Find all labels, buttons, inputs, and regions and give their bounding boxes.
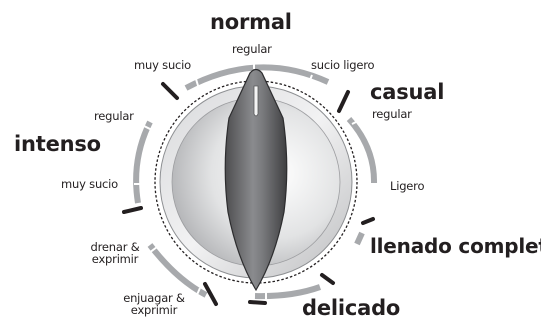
tick-intenso-regular — [143, 125, 153, 131]
cycle-label-casual: casual — [370, 80, 445, 104]
option-casual-ligero: Ligero — [390, 179, 425, 193]
separator-normal-left — [161, 82, 179, 100]
tick-rinse — [195, 287, 201, 298]
option-casual-regular: regular — [372, 107, 412, 121]
separator-casual-top — [337, 90, 350, 113]
option-drain-spin: drenar & exprimir — [90, 240, 140, 267]
option-intenso-muy-sucio: muy sucio — [61, 177, 118, 191]
tick-drain — [148, 246, 158, 254]
option-normal-muy-sucio: muy sucio — [134, 58, 191, 72]
ring-ticks — [134, 59, 379, 301]
cycle-label-delicado: delicado — [302, 296, 401, 320]
separator-rinse — [203, 282, 218, 306]
pointer-indicator — [253, 85, 259, 117]
separator-delicado-top — [320, 273, 335, 285]
separators — [122, 82, 375, 306]
ring-arc-drain — [147, 243, 208, 298]
option-normal-regular: regular — [232, 42, 272, 56]
ring-arc-casual — [346, 116, 378, 185]
cycle-label-llenado-completo: llenado completo — [370, 234, 541, 258]
tick-normal-muy-sucio — [195, 78, 200, 90]
tick-normal-sucio-ligero — [307, 74, 313, 86]
cycle-label-intenso: intenso — [14, 132, 101, 156]
knob[interactable] — [154, 68, 358, 292]
option-normal-sucio-ligero: sucio ligero — [311, 58, 375, 72]
ring-arc-delicado — [254, 284, 322, 300]
ring-arc-intenso — [133, 120, 153, 204]
ring-arc-llenado — [354, 231, 365, 246]
separator-delicado-left — [248, 300, 267, 305]
separator-intenso-bottom — [122, 206, 143, 214]
tick-casual-regular — [351, 119, 361, 125]
cycle-label-normal: normal — [210, 10, 292, 34]
separator-llenado — [361, 217, 375, 225]
knob-pointer-grip[interactable] — [224, 68, 288, 292]
option-rinse-spin: enjuagar & exprimir — [123, 291, 185, 318]
option-intenso-regular: regular — [94, 109, 134, 123]
